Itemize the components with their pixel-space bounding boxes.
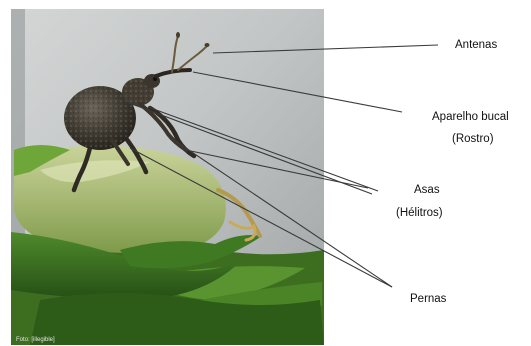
antenna-club-2: [205, 43, 210, 47]
weevil-photo: Foto: [illegible]: [11, 9, 324, 345]
antenna-club-1: [176, 32, 180, 38]
label-antenas: Antenas: [455, 39, 497, 51]
label-aparelho-bucal: Aparelho bucal: [432, 111, 509, 123]
label-pernas: Pernas: [410, 293, 447, 305]
label-rostro: (Rostro): [452, 133, 494, 145]
label-asas: Asas: [414, 184, 440, 196]
photo-caption: Foto: [illegible]: [16, 337, 55, 343]
label-helitros: (Hélitros): [396, 207, 443, 219]
